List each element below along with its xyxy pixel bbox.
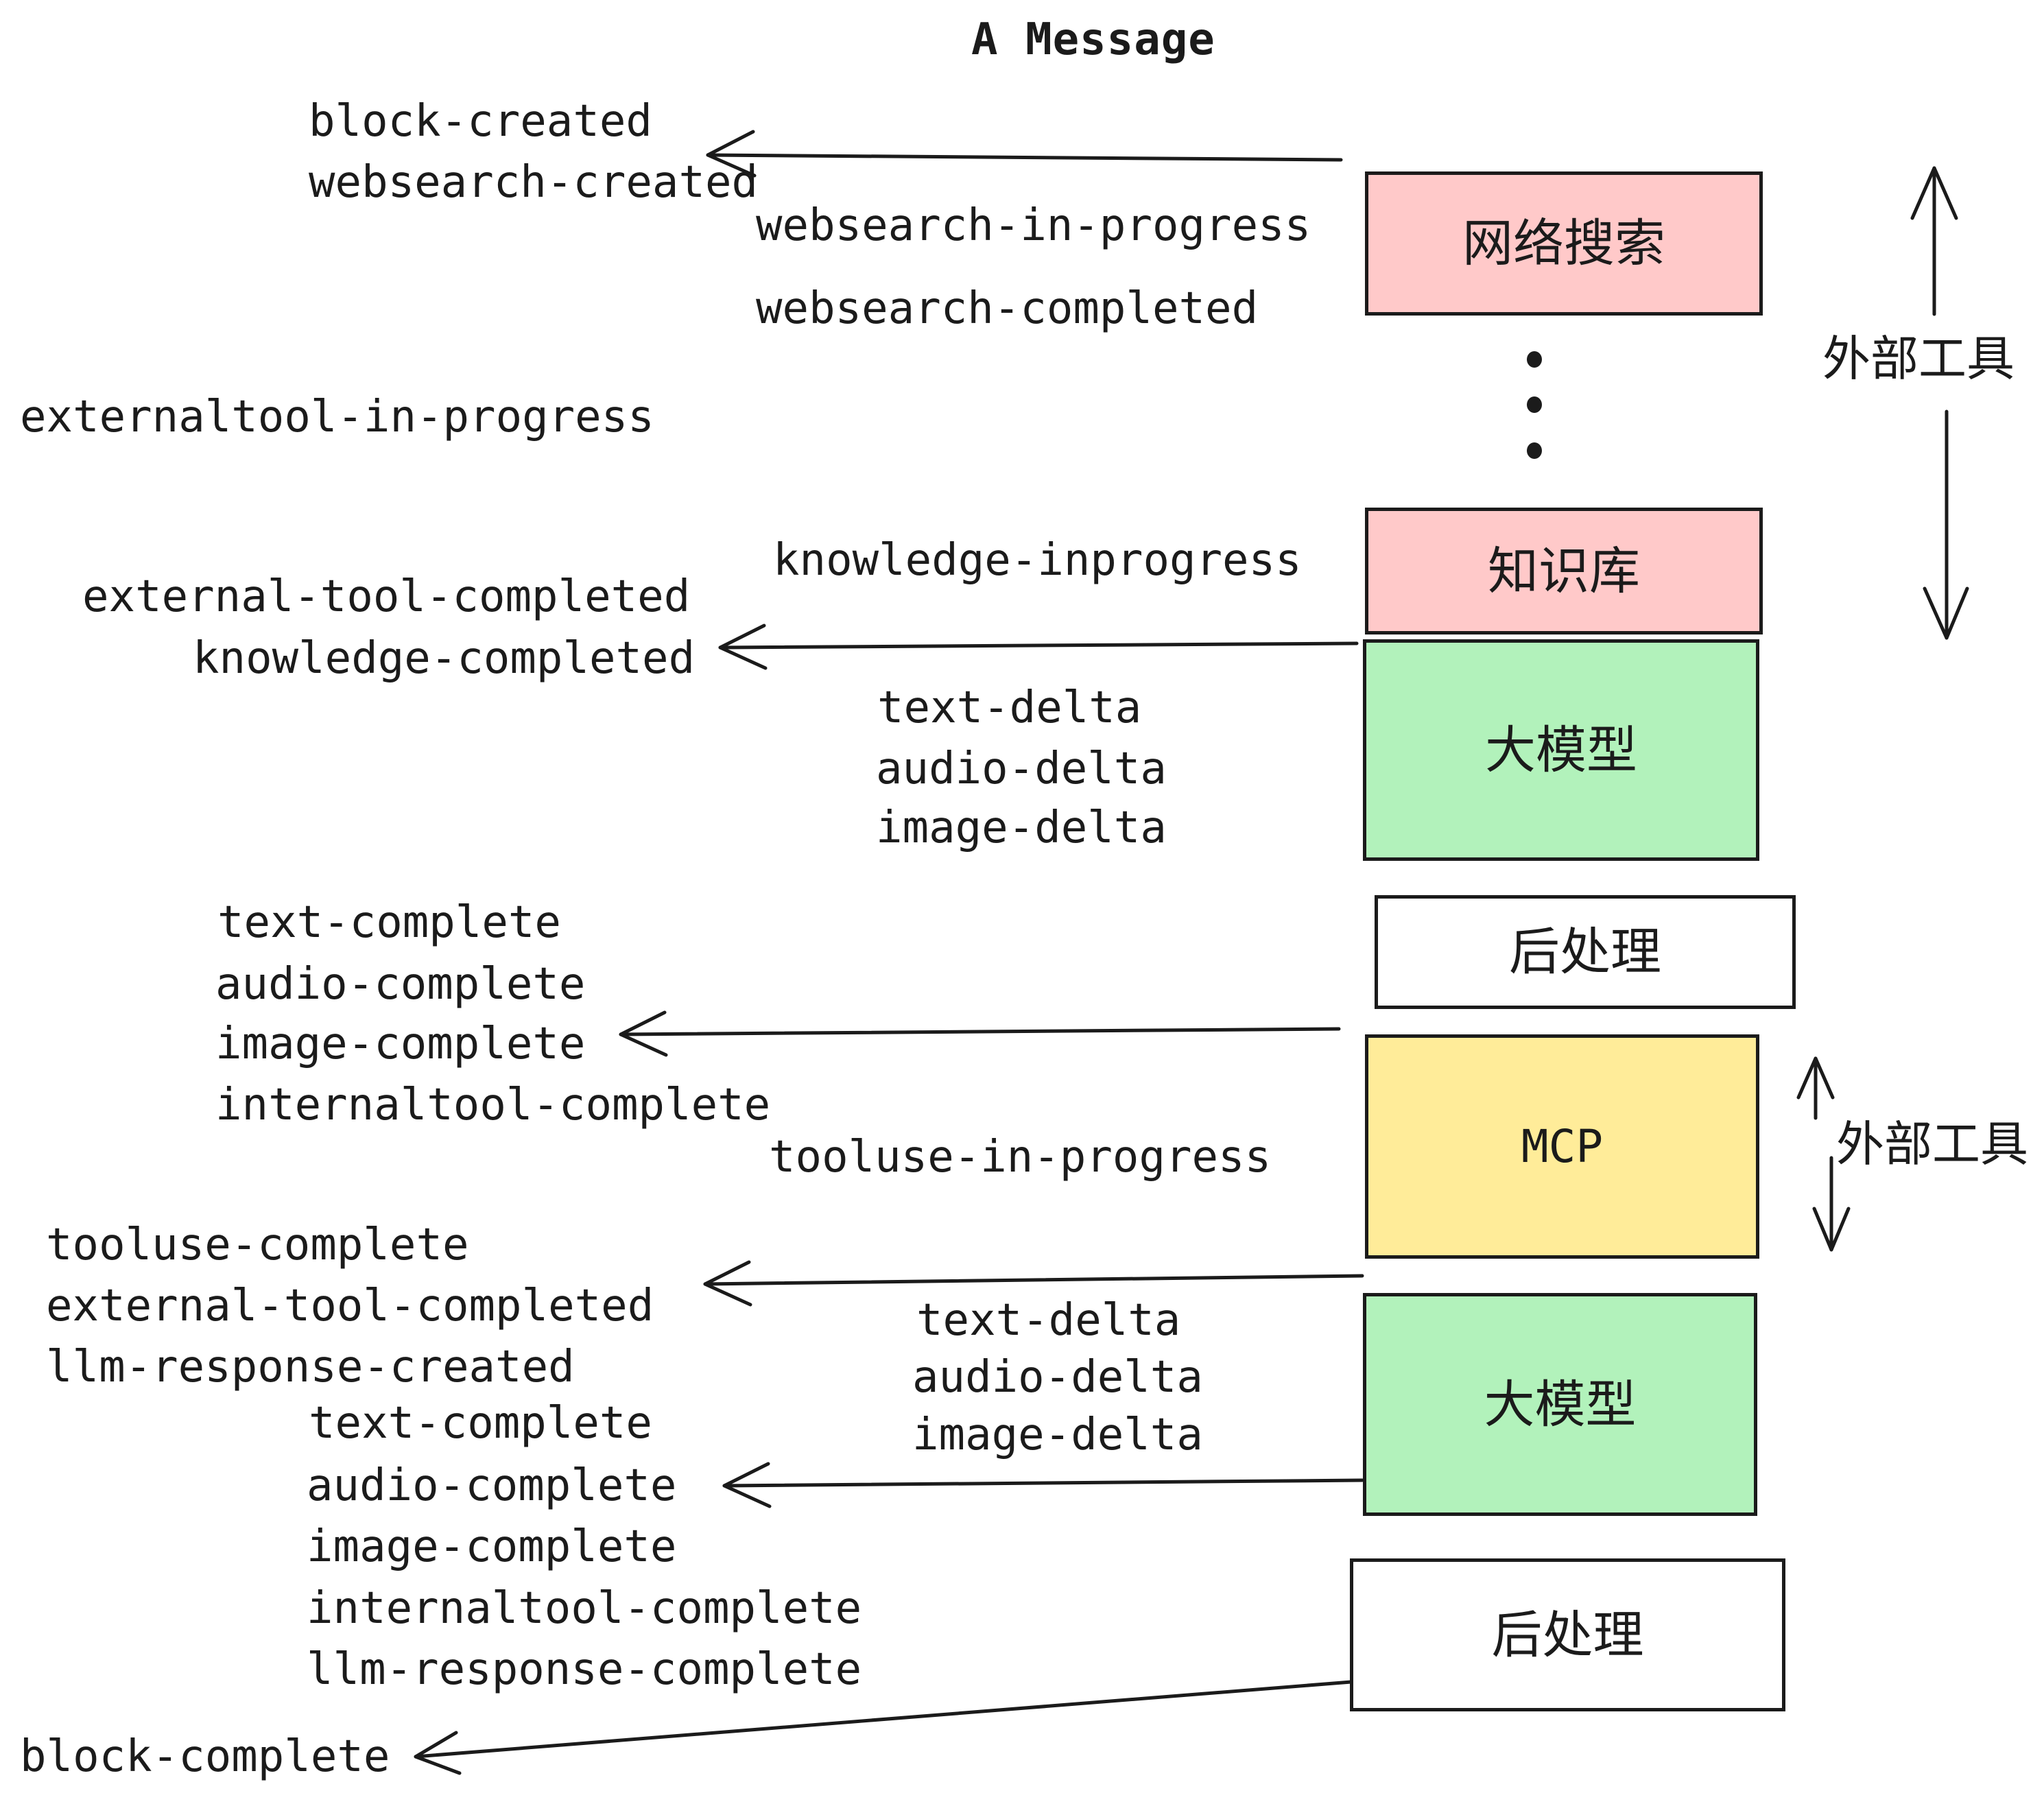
box-mcp-label: MCP — [1521, 1119, 1604, 1173]
event-label-internaltool-complete-1: internaltool-complete — [215, 1080, 771, 1130]
event-label-text-complete-2: text-complete — [309, 1398, 652, 1449]
event-label-knowledge-completed: knowledge-completed — [193, 633, 696, 684]
box-llm-top-label: 大模型 — [1485, 720, 1637, 780]
box-llm-bottom: 大模型 — [1363, 1293, 1757, 1516]
box-websearch: 网络搜索 — [1365, 171, 1763, 316]
external-tools-bottom-up-arrow — [1796, 1056, 1835, 1120]
box-mcp: MCP — [1365, 1034, 1759, 1259]
event-label-websearch-in-progress: websearch-in-progress — [756, 200, 1311, 251]
event-label-block-complete: block-complete — [20, 1731, 390, 1782]
arrow-to-websearch-created — [706, 130, 1343, 178]
external-tools-label-top: 外部工具 — [1822, 331, 2015, 387]
event-label-external-tool-completed-1: external-tool-completed — [82, 571, 691, 622]
box-llm-top: 大模型 — [1363, 639, 1759, 861]
event-label-externaltool-in-progress: externaltool-in-progress — [20, 392, 654, 442]
event-label-audio-delta-2: audio-delta — [912, 1352, 1203, 1403]
event-label-knowledge-inprogress: knowledge-inprogress — [773, 535, 1302, 586]
event-label-audio-complete-2: audio-complete — [307, 1460, 677, 1511]
box-knowledge: 知识库 — [1365, 508, 1763, 634]
page-title: A Message — [971, 14, 1215, 65]
arrow-to-block-complete — [414, 1680, 1353, 1775]
ellipsis-dot-2 — [1527, 396, 1542, 413]
event-label-websearch-completed: websearch-completed — [756, 283, 1259, 334]
event-label-text-delta-1: text-delta — [877, 683, 1142, 733]
box-postprocess-top-label: 后处理 — [1509, 923, 1661, 982]
box-postprocess-bottom: 后处理 — [1350, 1558, 1785, 1711]
event-label-tooluse-complete: tooluse-complete — [46, 1220, 469, 1270]
box-postprocess-top: 后处理 — [1375, 895, 1796, 1009]
external-tools-bottom-down-arrow — [1812, 1156, 1851, 1252]
event-label-audio-delta-1: audio-delta — [876, 744, 1167, 794]
box-llm-bottom-label: 大模型 — [1484, 1375, 1637, 1434]
external-tools-top-up-arrow — [1910, 166, 1958, 316]
box-knowledge-label: 知识库 — [1488, 541, 1640, 601]
event-label-image-complete-1: image-complete — [215, 1019, 586, 1069]
event-label-internaltool-complete-2: internaltool-complete — [307, 1583, 862, 1634]
event-label-llm-response-complete: llm-response-complete — [307, 1644, 862, 1695]
arrow-to-tooluse-complete — [703, 1260, 1364, 1307]
ellipsis-dot-3 — [1527, 442, 1542, 459]
event-label-external-tool-completed-2: external-tool-completed — [46, 1281, 654, 1331]
event-label-text-delta-2: text-delta — [916, 1295, 1181, 1346]
event-label-image-complete-2: image-complete — [307, 1521, 677, 1572]
event-label-llm-response-created: llm-response-created — [46, 1342, 575, 1392]
arrow-to-image-complete — [619, 1010, 1341, 1057]
box-postprocess-bottom-label: 后处理 — [1491, 1605, 1644, 1665]
event-label-tooluse-in-progress: tooluse-in-progress — [769, 1132, 1272, 1183]
box-websearch-label: 网络搜索 — [1462, 214, 1665, 273]
event-label-audio-complete-1: audio-complete — [215, 959, 586, 1010]
external-tools-label-bottom: 外部工具 — [1836, 1116, 2028, 1172]
event-label-text-complete-1: text-complete — [217, 897, 561, 948]
event-label-image-delta-2: image-delta — [912, 1410, 1203, 1460]
event-label-image-delta-1: image-delta — [876, 803, 1167, 853]
arrow-to-knowledge-completed — [718, 624, 1359, 670]
arrow-to-audio-complete — [722, 1462, 1364, 1508]
event-label-websearch-created: websearch-created — [309, 157, 759, 208]
ellipsis-dot-1 — [1527, 351, 1542, 368]
external-tools-top-down-arrow — [1923, 410, 1969, 640]
event-label-block-created: block-created — [309, 96, 652, 147]
